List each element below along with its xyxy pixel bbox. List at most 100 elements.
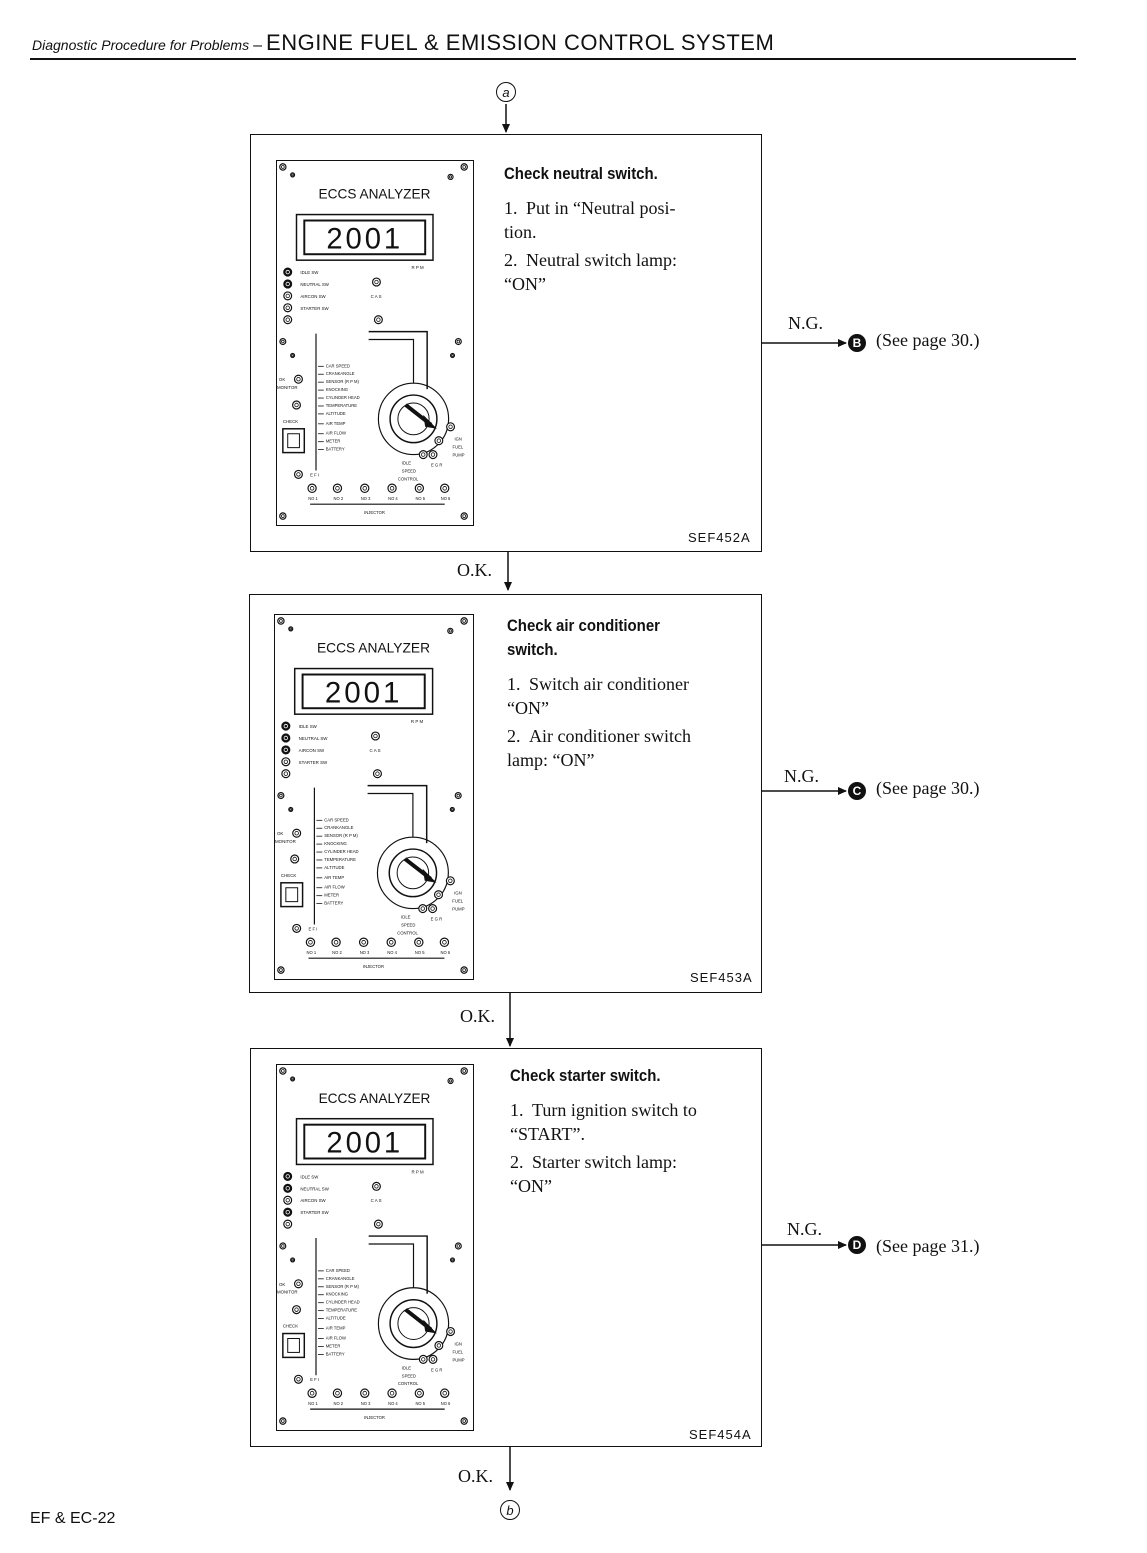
- svg-text:NO 2: NO 2: [332, 950, 342, 955]
- svg-text:TEMPERATURE: TEMPERATURE: [324, 857, 356, 862]
- svg-text:PUMP: PUMP: [453, 1357, 465, 1362]
- svg-text:AIRCON SW: AIRCON SW: [300, 294, 326, 299]
- svg-text:NO 4: NO 4: [388, 1401, 398, 1406]
- figure-id: SEF452A: [688, 530, 751, 545]
- analyzer-title: ECCS ANALYZER: [317, 640, 430, 656]
- svg-text:CYLINDER HEAD: CYLINDER HEAD: [324, 849, 358, 854]
- check-title: Check air conditioner: [507, 616, 660, 635]
- step-instructions: Check neutral switch.1.Put in “Neutral p…: [504, 162, 744, 300]
- connector-start: a: [496, 82, 516, 102]
- svg-text:CYLINDER HEAD: CYLINDER HEAD: [326, 395, 360, 400]
- svg-text:C A S: C A S: [371, 1198, 382, 1203]
- check-title: Check starter switch.: [510, 1066, 661, 1085]
- svg-text:NO 6: NO 6: [441, 496, 451, 501]
- step-text: Turn ignition switch to: [532, 1100, 697, 1120]
- see-page-reference: (See page 30.): [876, 330, 980, 350]
- step-number: 2.: [504, 250, 518, 270]
- step-text-cont: lamp: “ON”: [507, 750, 595, 770]
- step-item: 2.Starter switch lamp:: [510, 1150, 750, 1174]
- svg-text:IGN: IGN: [454, 1341, 461, 1346]
- step-number: 1.: [510, 1100, 524, 1120]
- svg-text:CRANKANGLE: CRANKANGLE: [326, 1276, 355, 1281]
- step-item: 1. Turn ignition switch to: [510, 1098, 750, 1122]
- connector-end-label: b: [500, 1500, 520, 1520]
- svg-text:NO 1: NO 1: [308, 1401, 318, 1406]
- svg-text:CONTROL: CONTROL: [398, 476, 419, 481]
- svg-text:KNOCKING: KNOCKING: [326, 1292, 348, 1297]
- svg-text:FUEL: FUEL: [452, 899, 463, 904]
- ng-target-marker: C: [848, 782, 866, 800]
- svg-text:CHECK: CHECK: [283, 419, 298, 424]
- svg-text:TEMPERATURE: TEMPERATURE: [326, 403, 357, 408]
- svg-text:NO 6: NO 6: [440, 950, 450, 955]
- ng-label: N.G.: [788, 313, 823, 333]
- svg-text:CONTROL: CONTROL: [397, 930, 418, 935]
- svg-text:MONITOR: MONITOR: [277, 1290, 298, 1295]
- svg-text:FUEL: FUEL: [453, 1349, 464, 1354]
- step-text: Switch air conditioner: [529, 674, 689, 694]
- svg-text:ALTITUDE: ALTITUDE: [324, 865, 344, 870]
- svg-text:SENSOR (R P M): SENSOR (R P M): [326, 1284, 360, 1289]
- svg-text:NEUTRAL SW: NEUTRAL SW: [299, 736, 329, 741]
- header-rule: [30, 58, 1076, 60]
- svg-text:PUMP: PUMP: [453, 453, 465, 458]
- page-header: Diagnostic Procedure for Problems – ENGI…: [32, 30, 774, 56]
- svg-text:BATTERY: BATTERY: [326, 447, 345, 452]
- connector-start-label: a: [496, 82, 516, 102]
- svg-text:E F I: E F I: [310, 1377, 319, 1382]
- svg-text:CAR SPEED: CAR SPEED: [324, 817, 348, 822]
- svg-text:ALTITUDE: ALTITUDE: [326, 1316, 346, 1321]
- svg-text:IGN: IGN: [454, 891, 462, 896]
- svg-text:OK: OK: [277, 831, 283, 836]
- svg-text:NO 4: NO 4: [388, 496, 398, 501]
- step-instructions: Check starter switch. 1. Turn ignition swi…: [510, 1064, 750, 1202]
- ok-label: O.K.: [458, 1466, 493, 1486]
- step-item: 2.Air conditioner switch: [507, 724, 747, 748]
- svg-text:METER: METER: [326, 1343, 341, 1348]
- ng-target-marker: B: [848, 334, 866, 352]
- svg-text:INJECTOR: INJECTOR: [363, 964, 384, 969]
- svg-text:C A S: C A S: [370, 748, 381, 753]
- svg-text:NO 3: NO 3: [361, 1401, 371, 1406]
- svg-text:NO 5: NO 5: [415, 496, 425, 501]
- svg-text:E G R: E G R: [431, 1367, 442, 1372]
- svg-text:CAR SPEED: CAR SPEED: [326, 1268, 350, 1273]
- check-title: switch.: [507, 640, 558, 659]
- svg-text:E G R: E G R: [431, 916, 443, 921]
- svg-text:CHECK: CHECK: [283, 1324, 298, 1329]
- svg-text:TEMPERATURE: TEMPERATURE: [326, 1308, 357, 1313]
- svg-text:INJECTOR: INJECTOR: [364, 510, 385, 515]
- step-text-cont: “ON”: [510, 1176, 552, 1196]
- svg-text:MONITOR: MONITOR: [275, 839, 296, 844]
- svg-text:METER: METER: [324, 893, 339, 898]
- svg-text:AIR TEMP: AIR TEMP: [326, 1326, 346, 1331]
- step-text-cont: “START”.: [510, 1124, 585, 1144]
- step-text-cont: “ON”: [507, 698, 549, 718]
- svg-text:SPEED: SPEED: [401, 922, 415, 927]
- svg-text:AIR FLOW: AIR FLOW: [324, 885, 344, 890]
- step-instructions: Check air conditioner switch. 1. Switch air…: [507, 614, 747, 776]
- svg-text:CYLINDER HEAD: CYLINDER HEAD: [326, 1300, 360, 1305]
- see-page-reference: (See page 31.): [876, 1236, 980, 1256]
- ok-label: O.K.: [457, 560, 492, 580]
- step-number: 1.: [504, 198, 518, 218]
- svg-text:AIR TEMP: AIR TEMP: [326, 421, 346, 426]
- step-number: 1.: [507, 674, 521, 694]
- svg-text:AIRCON SW: AIRCON SW: [300, 1198, 326, 1203]
- svg-text:R P M: R P M: [412, 265, 424, 270]
- step-text-cont: tion.: [504, 222, 537, 242]
- svg-text:KNOCKING: KNOCKING: [324, 841, 347, 846]
- svg-text:AIR FLOW: AIR FLOW: [326, 431, 346, 436]
- page-footer: EF & EC-22: [30, 1510, 116, 1527]
- svg-text:CHECK: CHECK: [281, 873, 297, 878]
- svg-text:SENSOR (R P M): SENSOR (R P M): [324, 833, 358, 838]
- svg-text:BATTERY: BATTERY: [324, 901, 343, 906]
- svg-text:E G R: E G R: [431, 462, 442, 467]
- svg-text:NO 2: NO 2: [334, 496, 344, 501]
- check-title: Check neutral switch.: [504, 164, 658, 183]
- ok-label: O.K.: [460, 1006, 495, 1026]
- svg-text:INJECTOR: INJECTOR: [364, 1415, 385, 1420]
- analyzer-display: 2001: [326, 222, 403, 255]
- svg-text:OK: OK: [279, 377, 285, 382]
